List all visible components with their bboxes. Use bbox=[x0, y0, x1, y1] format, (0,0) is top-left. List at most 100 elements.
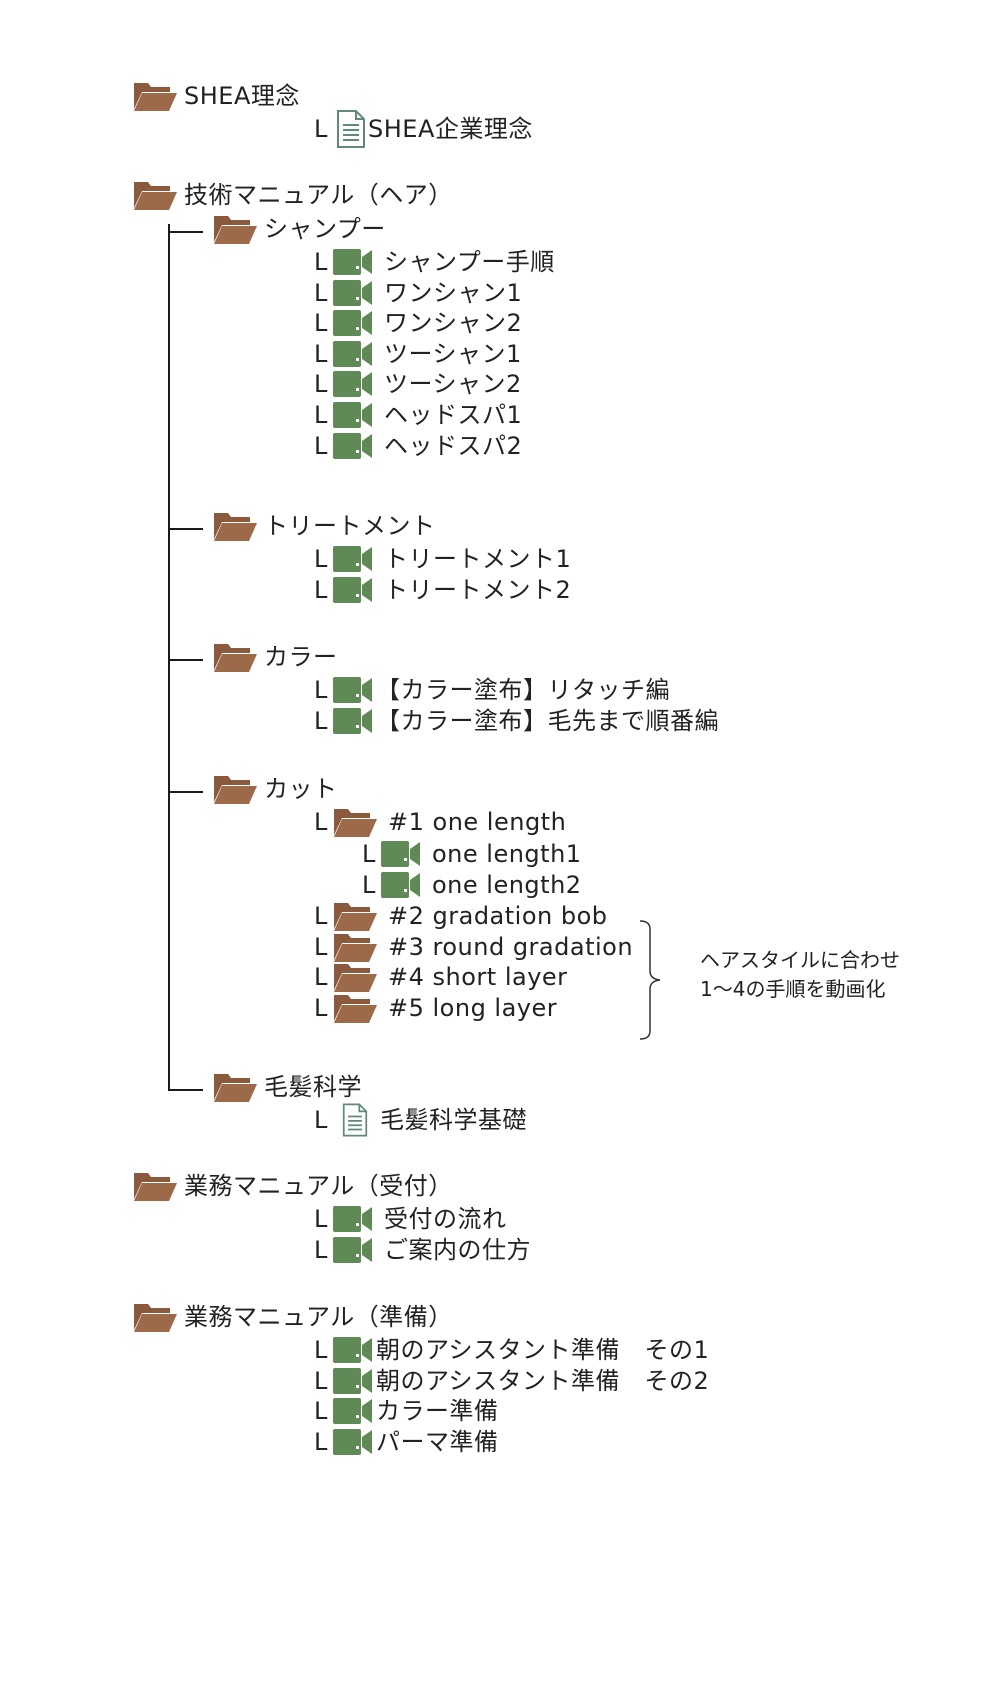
branch-marker: L bbox=[314, 431, 328, 460]
branch-line-science bbox=[168, 1089, 203, 1091]
branch-marker: L bbox=[314, 575, 328, 604]
video-camera-icon bbox=[332, 544, 374, 574]
video-camera-icon bbox=[332, 675, 374, 705]
folder-color[interactable]: カラー bbox=[212, 641, 338, 673]
video-camera-icon bbox=[332, 308, 374, 338]
item-label: カラー準備 bbox=[376, 1397, 499, 1426]
video-item[interactable]: L パーマ準備 bbox=[314, 1426, 499, 1458]
folder-open-icon bbox=[132, 178, 178, 212]
branch-line-cut bbox=[168, 791, 203, 793]
video-item[interactable]: L ワンシャン1 bbox=[314, 277, 522, 309]
file-item[interactable]: L SHEA企業理念 bbox=[314, 110, 533, 148]
folder-cut-style[interactable]: L #4 short layer bbox=[314, 961, 568, 993]
branch-marker: L bbox=[314, 115, 328, 143]
folder-cut-style[interactable]: L#2 gradation bob bbox=[314, 900, 608, 932]
video-item[interactable]: L【カラー塗布】リタッチ編 bbox=[314, 674, 670, 706]
item-label: ツーシャン2 bbox=[384, 370, 522, 399]
item-label: トリートメント1 bbox=[384, 545, 572, 573]
folder-junbi[interactable]: 業務マニュアル（準備） bbox=[132, 1301, 453, 1333]
folder-label: カット bbox=[264, 775, 338, 803]
folder-one-length[interactable]: L #1 one length bbox=[314, 806, 566, 838]
tree-trunk-line bbox=[168, 224, 170, 1091]
folder-uketsuke[interactable]: 業務マニュアル（受付） bbox=[132, 1170, 453, 1202]
video-camera-icon bbox=[332, 1366, 374, 1396]
item-label: one length2 bbox=[432, 870, 582, 899]
folder-cut-style[interactable]: L#5 long layer bbox=[314, 992, 557, 1024]
item-label: ワンシャン2 bbox=[384, 309, 523, 338]
file-label: SHEA企業理念 bbox=[368, 115, 533, 143]
item-label: #4 short layer bbox=[388, 963, 568, 992]
branch-marker: L bbox=[314, 278, 328, 307]
item-label: #2 gradation bob bbox=[388, 902, 608, 930]
folder-open-icon bbox=[212, 640, 258, 674]
branch-marker: L bbox=[314, 339, 328, 368]
folder-open-icon bbox=[332, 930, 378, 964]
video-camera-icon bbox=[332, 278, 374, 308]
folder-shea[interactable]: SHEA理念 bbox=[132, 80, 300, 112]
video-camera-icon bbox=[332, 247, 374, 277]
document-icon bbox=[336, 110, 366, 148]
item-label: 【カラー塗布】毛先まで順番編 bbox=[376, 706, 719, 735]
folder-treatment[interactable]: トリートメント bbox=[212, 510, 436, 542]
folder-label: 毛髪科学 bbox=[264, 1073, 362, 1101]
video-item[interactable]: L 【カラー塗布】毛先まで順番編 bbox=[314, 705, 719, 737]
branch-marker: L bbox=[314, 676, 328, 704]
branch-marker: L bbox=[314, 248, 328, 276]
item-label: パーマ準備 bbox=[376, 1427, 499, 1456]
video-camera-icon bbox=[332, 1396, 374, 1426]
branch-marker: L bbox=[314, 1427, 328, 1456]
note-line-1: ヘアスタイルに合わせ bbox=[700, 948, 900, 972]
item-label: トリートメント2 bbox=[384, 575, 572, 604]
folder-label: シャンプー bbox=[264, 215, 386, 243]
folder-cut-style[interactable]: L#3 round gradation bbox=[314, 931, 633, 963]
item-label: 受付の流れ bbox=[384, 1205, 507, 1233]
branch-marker: L bbox=[314, 993, 328, 1022]
folder-open-icon bbox=[212, 212, 258, 246]
branch-line-color bbox=[168, 659, 203, 661]
branch-marker: L bbox=[314, 963, 328, 992]
folder-open-icon bbox=[132, 79, 178, 113]
video-camera-icon bbox=[332, 1204, 374, 1234]
item-label: 朝のアシスタント準備 その1 bbox=[376, 1336, 710, 1364]
folder-open-icon bbox=[332, 899, 378, 933]
branch-marker: L bbox=[314, 1106, 328, 1134]
folder-shampoo[interactable]: シャンプー bbox=[212, 213, 386, 245]
folder-gijutsu[interactable]: 技術マニュアル（ヘア） bbox=[132, 179, 453, 211]
video-item[interactable]: L トリートメント2 bbox=[314, 574, 571, 606]
folder-label: 業務マニュアル（準備） bbox=[184, 1303, 453, 1331]
item-label: ご案内の仕方 bbox=[384, 1235, 531, 1264]
branch-marker: L bbox=[314, 808, 328, 836]
document-icon bbox=[342, 1103, 368, 1137]
branch-marker: L bbox=[314, 401, 328, 429]
item-label: ワンシャン1 bbox=[384, 278, 523, 307]
item-label: one length1 bbox=[432, 840, 582, 868]
folder-science[interactable]: 毛髪科学 bbox=[212, 1071, 362, 1103]
folder-label: SHEA理念 bbox=[184, 82, 300, 110]
video-camera-icon bbox=[332, 369, 374, 399]
branch-marker: L bbox=[314, 1366, 328, 1395]
branch-marker: L bbox=[362, 870, 376, 899]
video-camera-icon bbox=[380, 870, 422, 900]
video-item[interactable]: L ツーシャン1 bbox=[314, 338, 522, 370]
folder-cut[interactable]: カット bbox=[212, 773, 338, 805]
folder-label: #1 one length bbox=[388, 808, 567, 836]
file-item[interactable]: L 毛髪科学基礎 bbox=[314, 1103, 527, 1137]
branch-line-shampoo bbox=[168, 231, 203, 233]
branch-marker: L bbox=[314, 706, 328, 735]
folder-label: 技術マニュアル（ヘア） bbox=[184, 181, 453, 209]
video-camera-icon bbox=[332, 575, 374, 605]
item-label: ツーシャン1 bbox=[384, 339, 522, 368]
